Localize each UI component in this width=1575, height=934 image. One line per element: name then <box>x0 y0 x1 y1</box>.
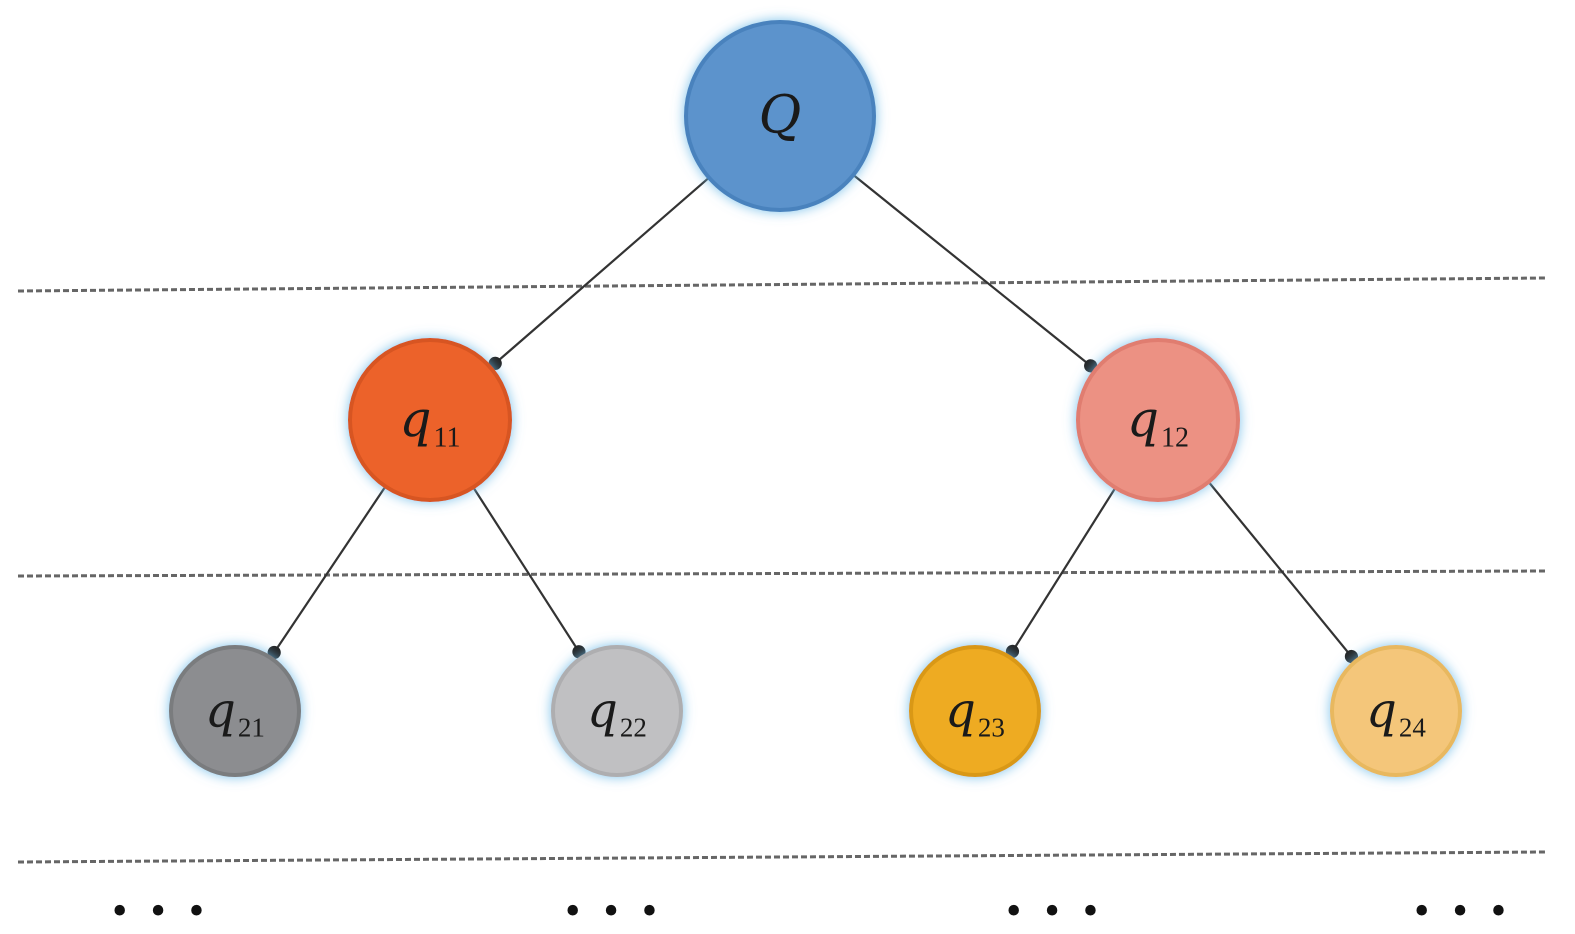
node-label-main-q21: q <box>205 682 236 738</box>
node-label-main-Q: Q <box>759 86 802 146</box>
ellipsis-3: • • • <box>1006 886 1104 934</box>
node-label-main-q23: q <box>945 682 976 738</box>
node-label-q23: q23 <box>945 682 1005 742</box>
ellipsis-1: • • • <box>112 886 210 934</box>
node-q21: q21 <box>169 645 301 777</box>
edge-q12-to-q24 <box>1206 479 1359 664</box>
edge-q12-to-q23 <box>1005 485 1118 659</box>
node-label-q22: q22 <box>587 682 647 742</box>
node-circle-q12 <box>1076 338 1240 502</box>
node-label-main-q11: q <box>400 390 432 448</box>
node-circle-q22 <box>551 645 683 777</box>
node-circle-q21 <box>169 645 301 777</box>
node-q22: q22 <box>551 645 683 777</box>
edges <box>267 172 1359 664</box>
node-label-q24: q24 <box>1366 682 1426 742</box>
ellipsis-2: • • • <box>565 886 663 934</box>
node-q23: q23 <box>909 645 1041 777</box>
edge-Q-to-q12 <box>851 172 1098 373</box>
node-circle-q23 <box>909 645 1041 777</box>
node-q12: q12 <box>1076 338 1240 502</box>
node-label-sub-q12: 12 <box>1161 423 1189 454</box>
level-divider-1 <box>17 276 1546 293</box>
level-divider-2 <box>17 569 1546 578</box>
edge-Q-to-q11 <box>488 175 712 370</box>
node-label-sub-q22: 22 <box>620 713 647 743</box>
node-label-q11: q11 <box>400 390 461 454</box>
edge-q11-to-q21 <box>267 484 388 660</box>
node-label-main-q12: q <box>1127 390 1159 448</box>
node-label-sub-q23: 23 <box>978 713 1005 743</box>
node-label-main-q22: q <box>587 682 618 738</box>
node-circle-q24 <box>1330 645 1462 777</box>
node-label-main-q24: q <box>1366 682 1397 738</box>
node-label-sub-q11: 11 <box>434 423 461 454</box>
ellipsis-4: • • • <box>1414 886 1512 934</box>
node-label-Q: Q <box>759 86 802 146</box>
node-circle-q11 <box>348 338 512 502</box>
node-label-sub-q24: 24 <box>1399 713 1427 743</box>
node-Q: Q <box>684 20 876 212</box>
node-label-q21: q21 <box>205 682 265 742</box>
node-label-sub-q21: 21 <box>238 713 265 743</box>
edge-q11-to-q22 <box>471 485 586 659</box>
node-label-q12: q12 <box>1127 390 1189 454</box>
level-divider-3 <box>17 850 1546 864</box>
node-q24: q24 <box>1330 645 1462 777</box>
node-q11: q11 <box>348 338 512 502</box>
node-circle-Q <box>684 20 876 212</box>
